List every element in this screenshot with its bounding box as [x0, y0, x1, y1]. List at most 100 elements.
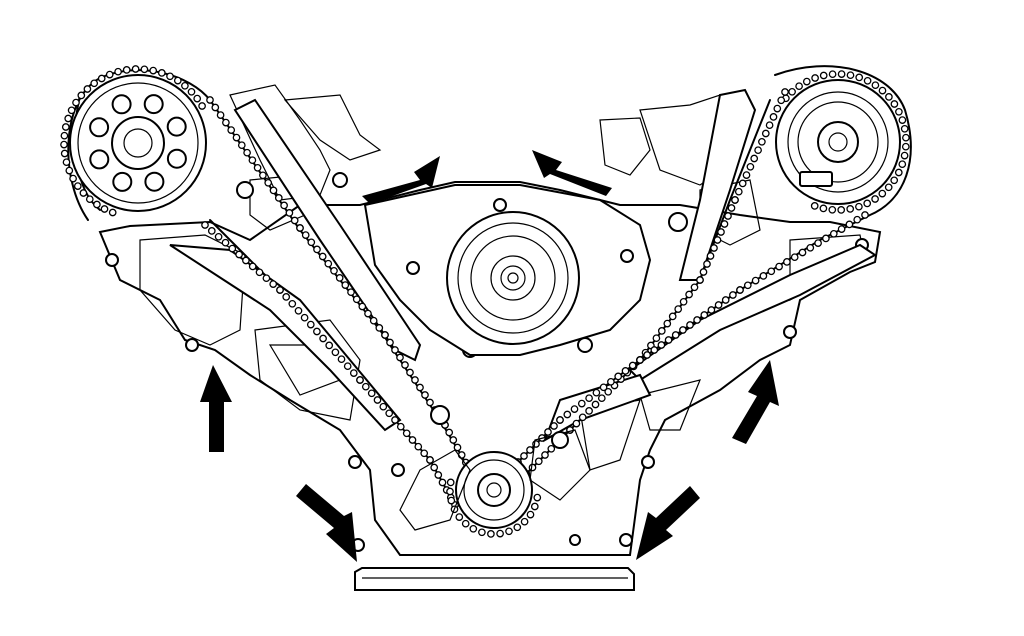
chain-link — [341, 281, 350, 289]
chain-link — [890, 176, 899, 185]
chain-link — [802, 77, 811, 86]
chain-link — [533, 493, 542, 502]
chain-link — [426, 456, 434, 464]
chain-link — [855, 73, 864, 82]
chain-link — [227, 126, 236, 134]
chain-link — [391, 346, 399, 354]
crankshaft-sprocket — [391, 405, 591, 546]
chain-link — [878, 86, 887, 95]
chain-link — [337, 355, 346, 364]
chain-link — [674, 305, 683, 313]
chain-link — [721, 296, 730, 304]
chain-link — [324, 259, 333, 268]
chain-link — [85, 195, 94, 204]
chain-link — [895, 107, 903, 116]
chain-link — [636, 356, 644, 364]
chain-link — [699, 268, 708, 276]
chain-link — [572, 419, 581, 428]
chain-link — [863, 76, 872, 85]
chain-link — [90, 79, 99, 88]
chain-link — [604, 387, 613, 396]
chain-link — [396, 422, 405, 431]
chain-link — [228, 244, 237, 253]
chain-link — [846, 71, 855, 80]
chain-link — [193, 94, 202, 103]
chain-link — [526, 510, 535, 519]
chain-link — [819, 204, 828, 213]
chain-link — [811, 74, 819, 82]
chain-link — [105, 70, 114, 79]
chain-link — [526, 446, 534, 454]
chain-link — [810, 202, 819, 210]
chain-link — [578, 413, 587, 422]
chain-link — [563, 410, 572, 419]
chain-link — [207, 227, 216, 235]
chain-link — [248, 262, 257, 271]
chain-link — [237, 141, 246, 150]
chain-link — [60, 131, 69, 140]
chain-link — [853, 215, 862, 224]
chain-link — [544, 428, 552, 436]
chain-link — [751, 276, 760, 285]
chain-link — [426, 398, 434, 407]
chain-link — [758, 137, 766, 146]
chain-link — [455, 513, 464, 521]
chain-link — [325, 341, 334, 350]
chain-link — [727, 204, 736, 212]
chain-link — [570, 405, 579, 413]
sprocket-hole — [166, 116, 187, 137]
chain-link — [83, 85, 92, 93]
chain-link — [61, 123, 70, 131]
chain-link — [693, 316, 701, 324]
chain-link — [274, 194, 283, 202]
chain-link — [769, 113, 778, 121]
chain-link — [364, 309, 372, 318]
chain-link — [269, 280, 278, 288]
chain-link — [837, 206, 846, 214]
chain-link — [313, 245, 321, 254]
chain-link — [307, 238, 316, 247]
chain-link — [187, 87, 196, 96]
chain-link — [438, 478, 447, 487]
chain-link — [668, 312, 677, 321]
chain-link — [243, 148, 251, 157]
chain-link — [64, 114, 73, 123]
chain-link — [706, 252, 715, 260]
chain-link — [122, 66, 131, 74]
chain-link — [547, 444, 556, 453]
chain-link — [534, 457, 543, 466]
chain-link — [319, 334, 327, 343]
chain-link — [743, 281, 752, 290]
chain-link — [806, 243, 815, 252]
chain-link — [242, 256, 250, 265]
chain-link — [381, 331, 389, 339]
chain-link — [140, 65, 149, 74]
chain-link — [280, 201, 288, 210]
chain-link — [685, 290, 693, 299]
chain-link — [798, 248, 807, 257]
chain-link — [690, 283, 699, 292]
chain-link — [707, 306, 716, 314]
chain-link — [206, 96, 214, 104]
chain-link — [301, 231, 310, 239]
chain-link — [449, 436, 458, 444]
chain-link — [347, 288, 355, 297]
chain-link — [819, 71, 828, 80]
chain-link — [894, 168, 903, 177]
chain-link — [235, 250, 243, 259]
chain-link — [790, 253, 799, 262]
chain-link — [788, 87, 796, 96]
chain-link — [795, 82, 803, 91]
arrow-upper-left — [362, 156, 440, 204]
chain-link — [710, 244, 718, 252]
chain-link — [829, 229, 838, 238]
chain-link — [216, 111, 225, 119]
chain-link — [900, 124, 909, 133]
chain-link — [846, 205, 855, 213]
chain-link — [391, 416, 399, 424]
chain-link — [335, 274, 344, 282]
chain-link — [447, 496, 456, 505]
chain-link — [421, 391, 429, 399]
chain-link — [294, 306, 303, 315]
chain-link — [767, 267, 776, 276]
